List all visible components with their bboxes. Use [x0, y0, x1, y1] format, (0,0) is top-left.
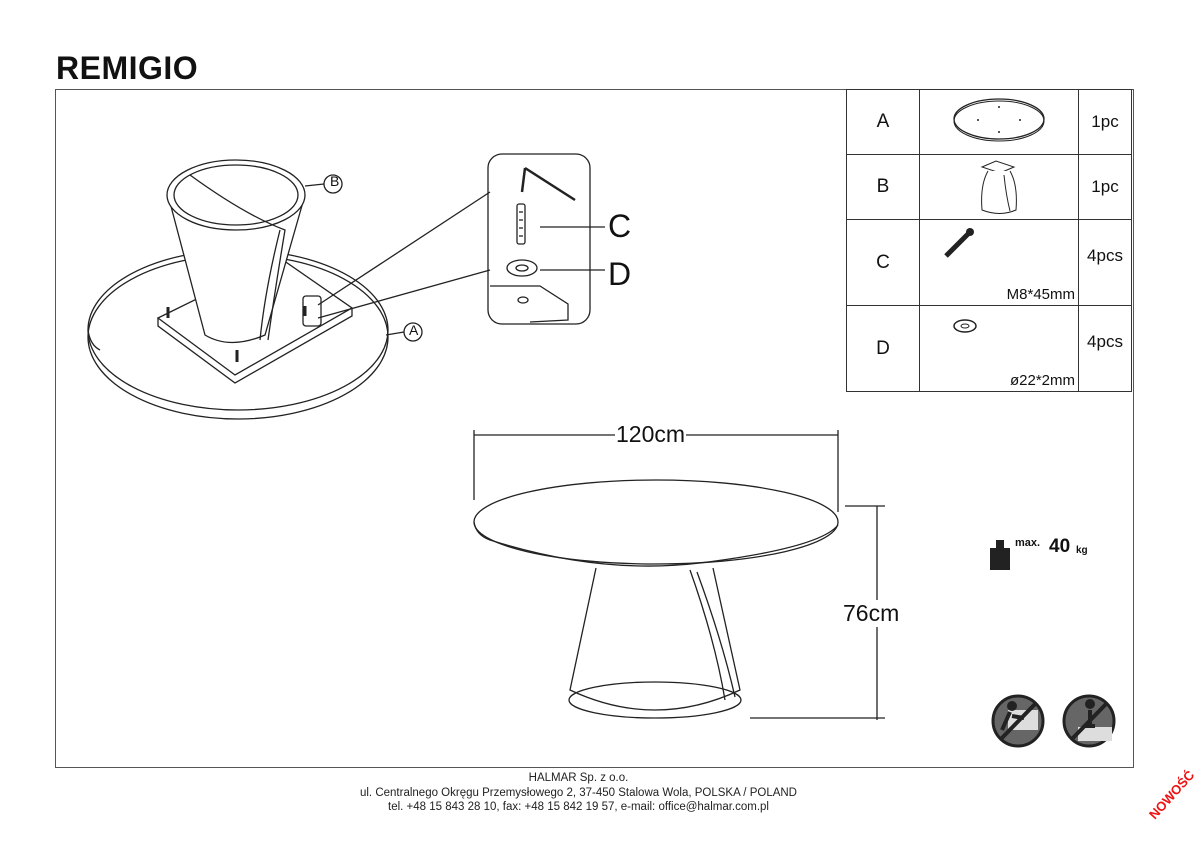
max-load-unit: kg [1076, 545, 1088, 556]
footer-address: ul. Centralnego Okręgu Przemysłowego 2, … [359, 786, 797, 799]
part-qty: 1pc [1078, 89, 1132, 155]
washer-icon [953, 319, 977, 333]
page-title: REMIGIO [56, 50, 199, 86]
width-dimension-label: 120cm [615, 421, 687, 448]
no-climbing-icon [991, 694, 1045, 748]
bolt-icon [944, 228, 974, 258]
part-image-washer: ø22*2mm [919, 305, 1079, 392]
callout-c-label: C [608, 208, 632, 244]
footer-contact: tel. +48 15 843 28 10, fax: +48 15 842 1… [388, 801, 769, 813]
callout-b-label: B [330, 173, 340, 189]
drawing-frame [55, 89, 1134, 768]
callout-a-label: A [409, 322, 419, 338]
height-dimension-label: 76cm [842, 600, 901, 627]
part-image-base [919, 154, 1079, 220]
assembled-table-view [473, 479, 839, 719]
part-qty: 1pc [1078, 154, 1132, 220]
cone-base-exploded-view [166, 159, 306, 344]
part-qty: 4pcs [1078, 305, 1132, 392]
no-standing-icon [1062, 694, 1116, 748]
part-code: A [846, 89, 920, 155]
weight-icon [990, 540, 1010, 570]
parts-table: A 1pc B 1pc C M8*4 [846, 89, 1132, 392]
max-load-prefix: max. [1015, 537, 1041, 549]
part-code: C [846, 219, 920, 306]
part-qty: 4pcs [1078, 219, 1132, 306]
part-code: B [846, 154, 920, 220]
parts-row-b: B 1pc [846, 154, 1132, 220]
callout-d-label: D [608, 256, 632, 292]
max-load-value: 40 [1049, 536, 1071, 557]
company-footer: HALMAR Sp. z o.o. ul. Centralnego Okręgu… [0, 771, 1157, 815]
cone-base-icon [980, 160, 1017, 214]
part-code: D [846, 305, 920, 392]
parts-row-c: C M8*45mm 4pcs [846, 219, 1132, 306]
part-spec: ø22*2mm [1009, 372, 1075, 389]
tabletop-icon [953, 98, 1045, 142]
part-image-bolt: M8*45mm [919, 219, 1079, 306]
parts-row-d: D ø22*2mm 4pcs [846, 305, 1132, 392]
part-spec: M8*45mm [1006, 286, 1075, 303]
part-image-tabletop [919, 89, 1079, 155]
footer-company: HALMAR Sp. z o.o. [528, 772, 629, 784]
parts-row-a: A 1pc [846, 89, 1132, 155]
